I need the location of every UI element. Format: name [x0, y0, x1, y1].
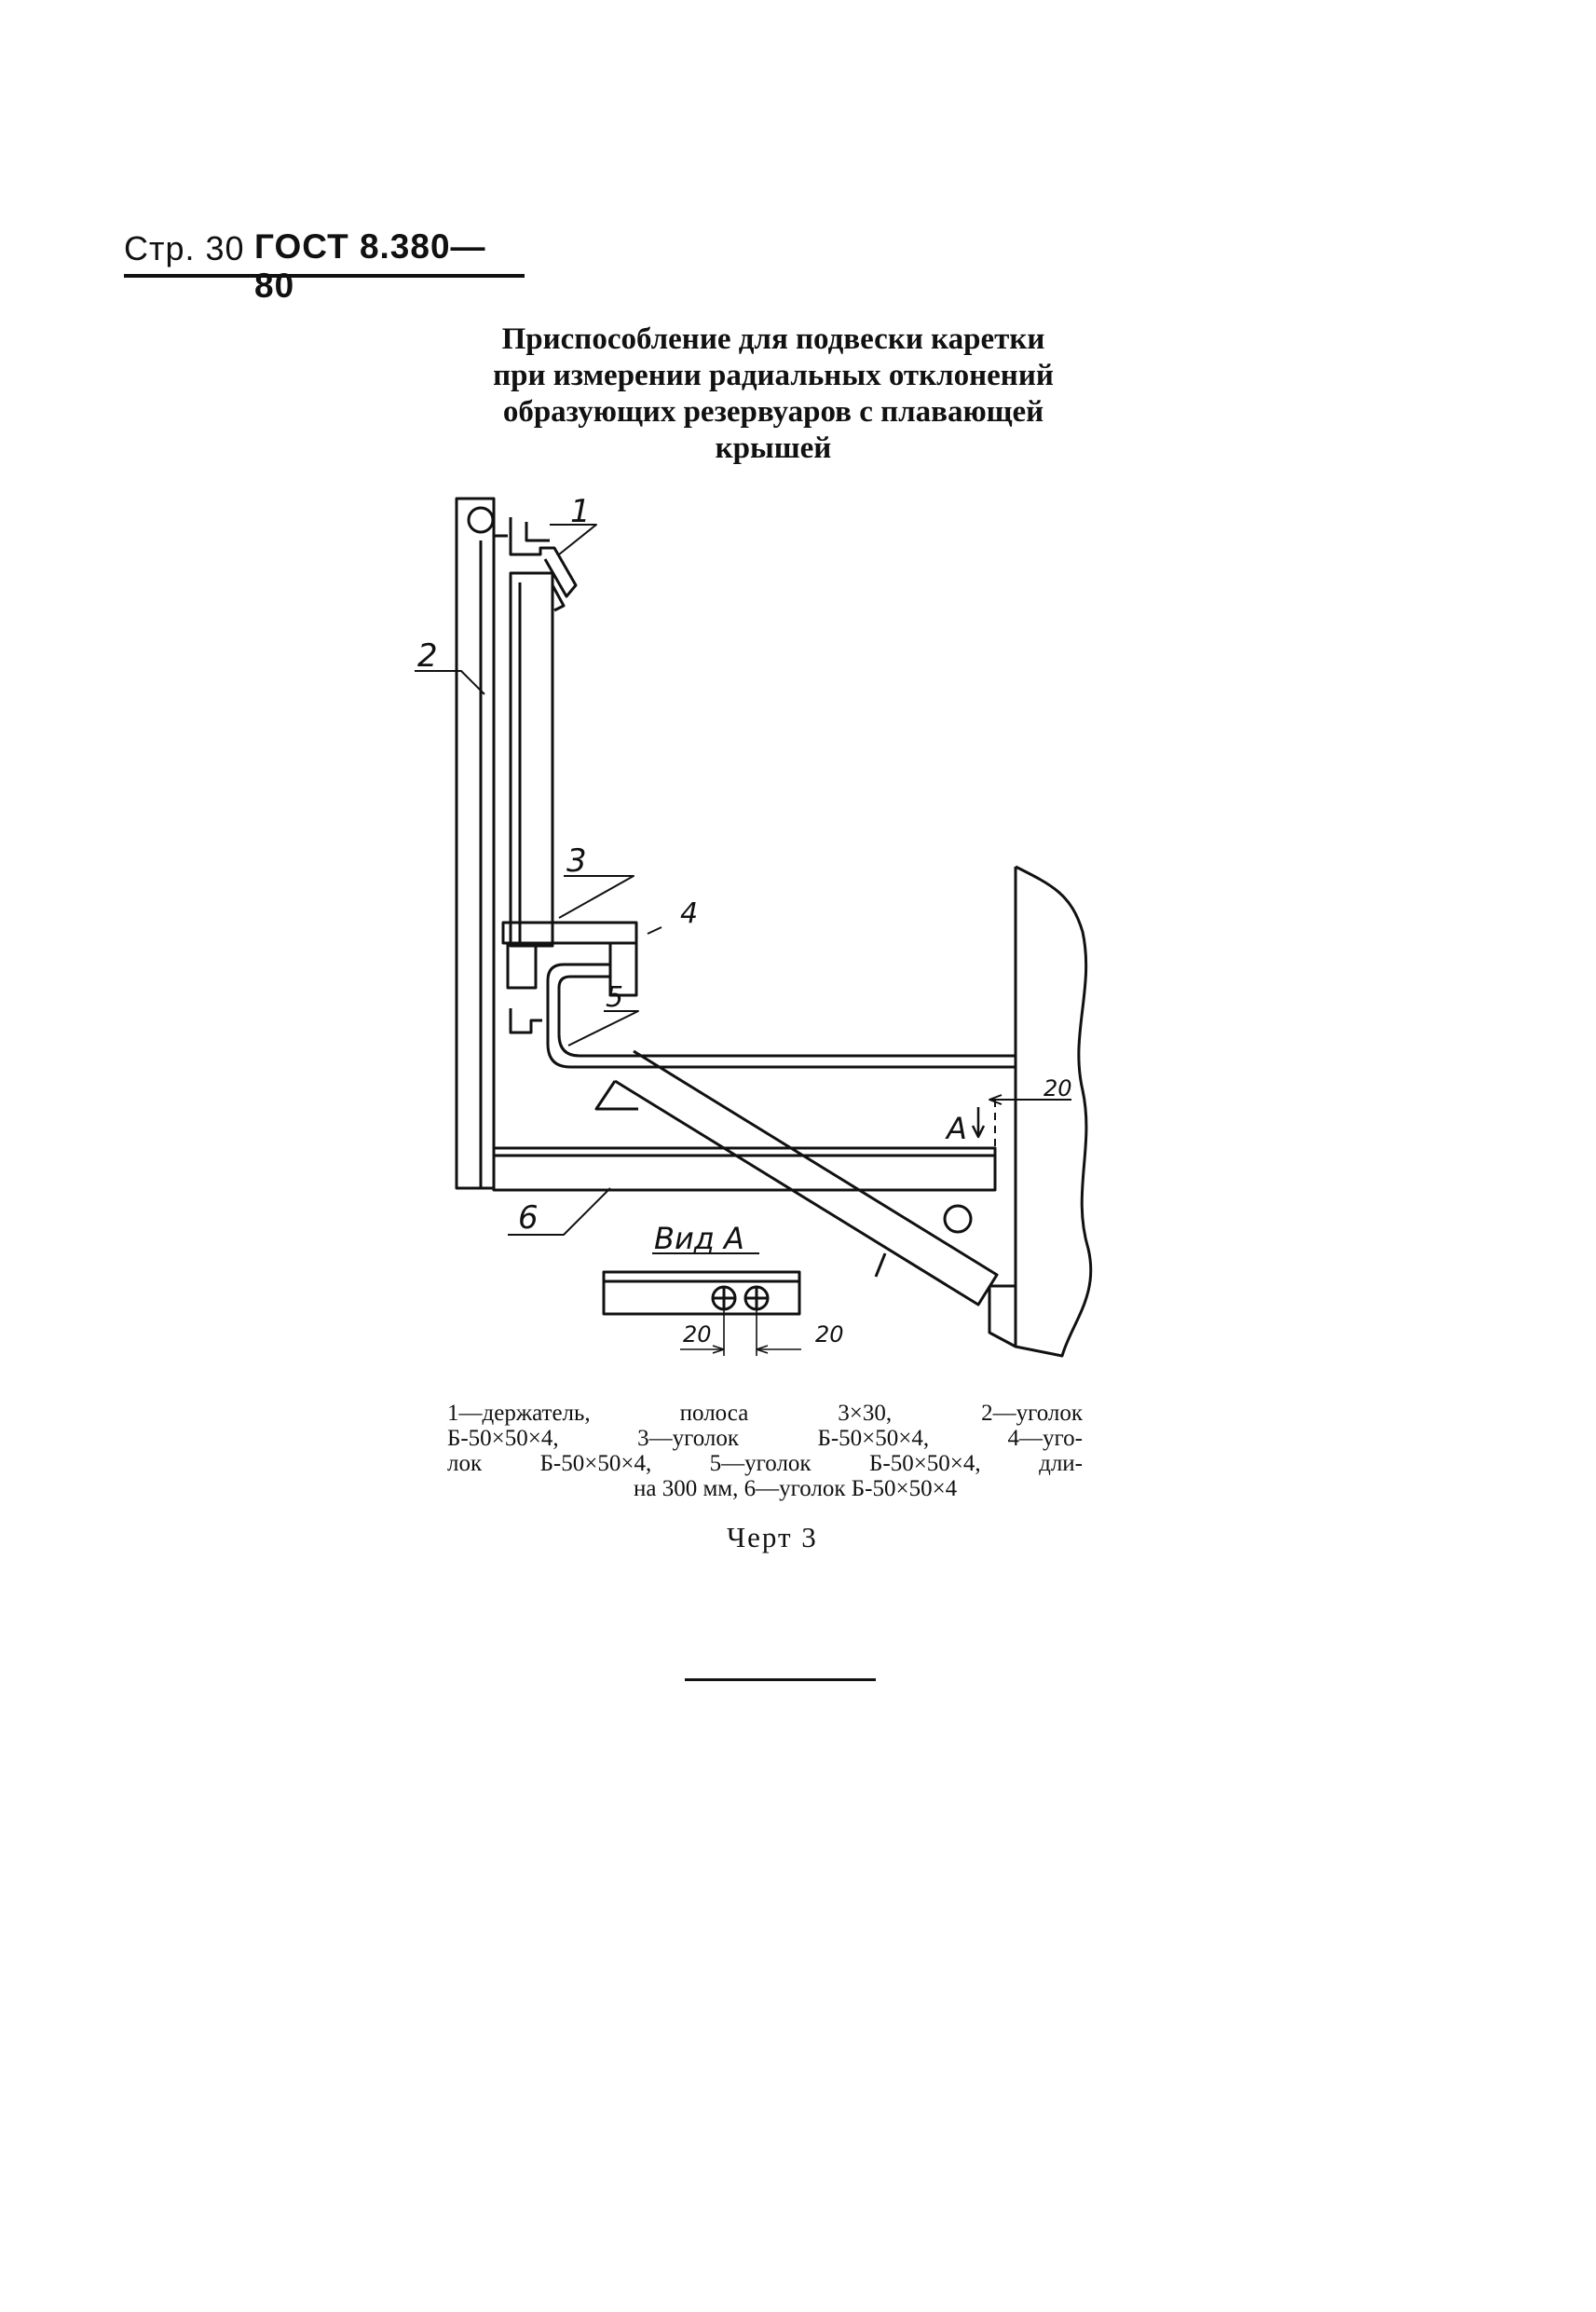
caption-line: Б-50×50×4, 3—уголок Б-50×50×4, 4—уго- — [447, 1426, 1083, 1451]
holder-part-1 — [509, 517, 578, 948]
section-arrow — [971, 1100, 996, 1148]
figure-label: Черт 3 — [727, 1521, 818, 1553]
figure-title: Приспособление для подвески каретки при … — [438, 321, 1109, 467]
top-ring — [467, 506, 495, 534]
callout-5: 5 — [606, 981, 623, 1014]
horizontal-beam-part-6 — [492, 1146, 997, 1192]
callout-3: 3 — [566, 842, 587, 880]
page-header: Стр. 30 ГОСТ 8.380—80 — [124, 222, 525, 305]
leader-lines — [415, 524, 662, 1236]
caption-line: 1—держатель, полоса 3×30, 2—уголок — [447, 1401, 1083, 1426]
title-line: Приспособление для подвески каретки — [501, 322, 1045, 356]
callout-2: 2 — [417, 637, 438, 675]
page-number: Стр. 30 — [124, 229, 245, 267]
caption-line: лок Б-50×50×4, 5—уголок Б-50×50×4, дли- — [447, 1451, 1083, 1476]
title-line: образующих резервуаров с плавающей — [502, 395, 1044, 429]
view-a-detail — [602, 1270, 801, 1356]
standard-designation: ГОСТ 8.380—80 — [254, 227, 486, 305]
callout-1: 1 — [570, 493, 591, 530]
bracket-parts-3-4 — [501, 921, 638, 997]
end-rule — [685, 1678, 876, 1681]
tank-wall — [988, 865, 1093, 1358]
legend-caption: 1—держатель, полоса 3×30, 2—уголок Б-50×… — [447, 1401, 1083, 1501]
section-mark: А — [945, 1111, 967, 1146]
dimension-main: 20 — [1044, 1075, 1072, 1101]
callout-4: 4 — [680, 897, 698, 930]
dimension-right: 20 — [815, 1321, 844, 1348]
lower-ring — [943, 1204, 973, 1234]
header-rule — [124, 274, 525, 278]
vertical-angle-part-2 — [455, 497, 508, 1190]
dimension-line-main — [989, 1083, 1071, 1116]
diagonal-strut — [594, 1049, 999, 1306]
dimension-left: 20 — [683, 1321, 712, 1348]
callout-6: 6 — [518, 1199, 539, 1237]
view-label: Вид А — [654, 1221, 744, 1256]
title-line: при измерении радиальных отклонений — [493, 359, 1054, 392]
title-line: крышей — [715, 431, 832, 465]
caption-line: на 300 мм, 6—уголок Б-50×50×4 — [634, 1476, 958, 1501]
bent-rod-part-5 — [509, 963, 1016, 1069]
